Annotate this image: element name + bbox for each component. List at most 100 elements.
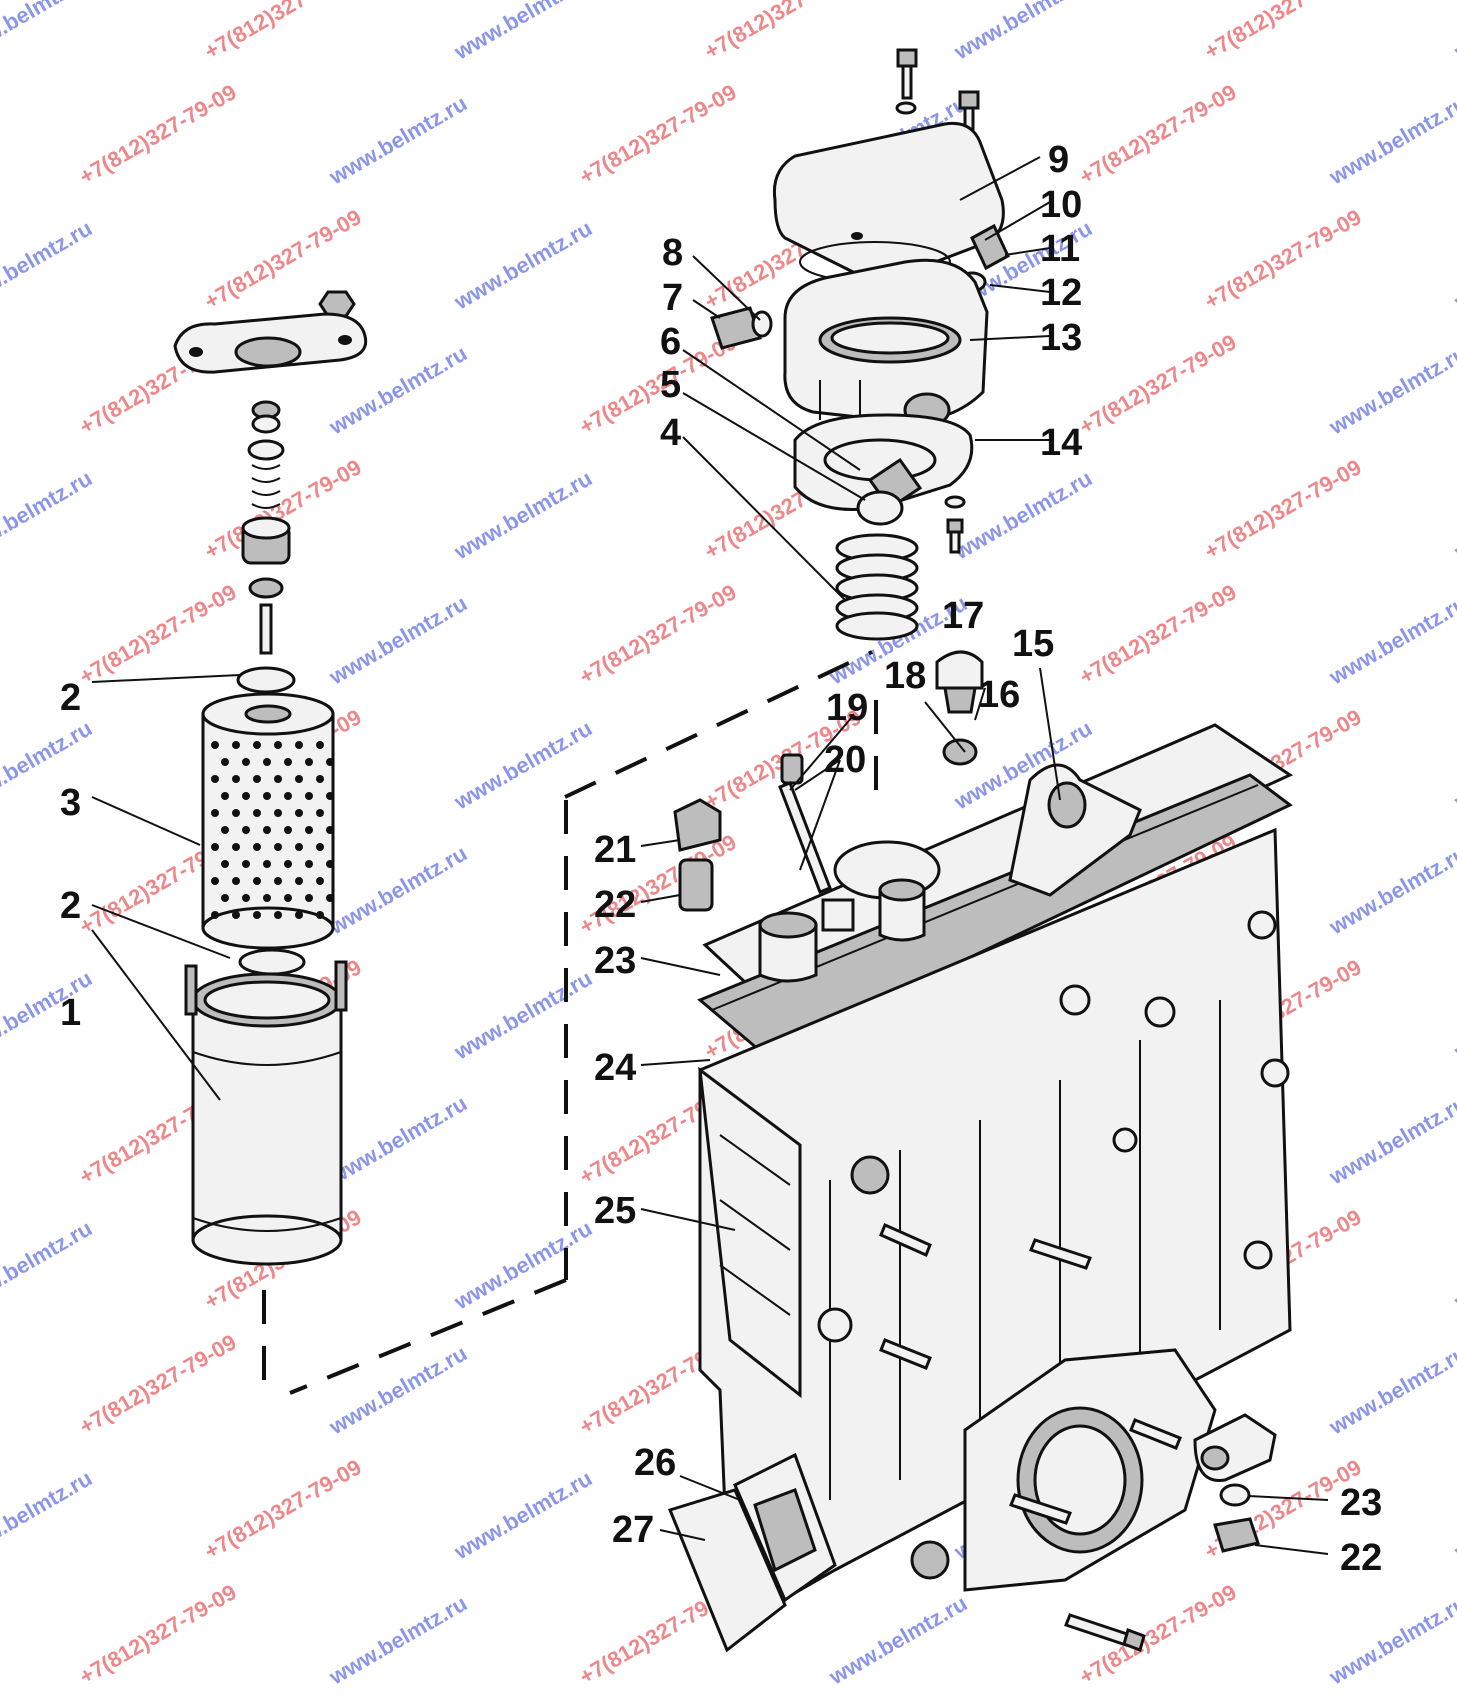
callout-22-left: 22 <box>594 884 636 926</box>
callout-1: 1 <box>60 992 81 1034</box>
top-ports <box>758 840 941 983</box>
watermark-site: www.belmtz.ru <box>1324 1590 1457 1689</box>
dipstick <box>778 753 832 894</box>
perforation-hole <box>284 758 292 766</box>
perforation-hole <box>326 894 334 902</box>
perforation-hole <box>316 843 324 851</box>
watermark-phone: +7(812)327-79-09 <box>1075 329 1241 439</box>
leader-lines <box>91 156 1329 1555</box>
perforation-hole <box>295 843 303 851</box>
callout-11: 11 <box>1040 228 1080 270</box>
perforation-hole <box>295 741 303 749</box>
perforation-hole <box>326 758 334 766</box>
watermark-phone: +7(812)327-79-09 <box>75 579 241 689</box>
watermark-site: www.belmtz.ru <box>324 840 471 939</box>
perforation-hole <box>284 860 292 868</box>
callout-4: 4 <box>660 412 681 454</box>
watermark-phone: +7(812)327-79-09 <box>1075 79 1241 189</box>
watermark-phone: +7(812)327-79-09 <box>200 1454 366 1564</box>
perforation-hole <box>274 809 282 817</box>
perforation-hole <box>232 877 240 885</box>
callout-7: 7 <box>662 277 683 319</box>
housing-left-face <box>698 1066 802 1399</box>
perforation-hole <box>253 775 261 783</box>
callout-12: 12 <box>1040 272 1082 314</box>
watermark-phone: +7(812)327-79-09 <box>75 1329 241 1439</box>
callout-18: 18 <box>884 655 926 697</box>
perforation-hole <box>211 877 219 885</box>
fill-plug-strainer <box>673 798 722 912</box>
perforation-hole <box>221 894 229 902</box>
watermark-site: www.belmtz.ru <box>449 1215 596 1314</box>
perforation-hole <box>221 792 229 800</box>
filter-assembly <box>173 290 368 1266</box>
perforation-hole <box>253 911 261 919</box>
watermark-site: www.belmtz.ru <box>1324 1340 1457 1439</box>
perforation-hole <box>211 741 219 749</box>
perforation-hole <box>305 860 313 868</box>
watermark-site: www.belmtz.ru <box>1324 590 1457 689</box>
watermark-site: www.belmtz.ru <box>0 1215 96 1314</box>
perforation-hole <box>232 843 240 851</box>
callout-16: 16 <box>978 674 1020 716</box>
perforation-hole <box>242 758 250 766</box>
callout-26: 26 <box>634 1442 676 1484</box>
valve-spring <box>835 533 919 641</box>
watermark-site: www.belmtz.ru <box>449 965 596 1064</box>
perforation-hole <box>305 792 313 800</box>
watermark-site: www.belmtz.ru <box>824 1590 971 1689</box>
callout-23-right: 23 <box>1340 1482 1382 1524</box>
perforation-hole <box>284 792 292 800</box>
watermark-site: www.belmtz.ru <box>449 215 596 314</box>
perforation-hole <box>232 741 240 749</box>
callout-14: 14 <box>1040 422 1082 464</box>
watermark-site: www.belmtz.ru <box>0 965 96 1064</box>
drain-plug <box>1213 1483 1260 1553</box>
callout-24: 24 <box>594 1047 636 1089</box>
watermark-phone: +7(812)327-79-09 <box>1200 0 1366 64</box>
perforation-hole <box>326 792 334 800</box>
callout-8: 8 <box>662 232 683 274</box>
perforation-hole <box>316 877 324 885</box>
callout-6: 6 <box>660 321 681 363</box>
perforation-hole <box>295 877 303 885</box>
perforation-hole <box>326 860 334 868</box>
watermark-site: www.belmtz.ru <box>324 590 471 689</box>
perforation-hole <box>211 843 219 851</box>
perforation-hole <box>263 758 271 766</box>
callout-3: 3 <box>60 782 81 824</box>
perforation-hole <box>253 877 261 885</box>
perforation-hole <box>221 860 229 868</box>
valve-housing-group <box>710 48 1010 641</box>
perforation-hole <box>263 792 271 800</box>
housing-cover <box>772 121 1005 282</box>
perforation-hole <box>211 775 219 783</box>
perforation-hole <box>316 741 324 749</box>
watermark-phone: +7(812)327-79-09 <box>1200 454 1366 564</box>
perforation-hole <box>232 775 240 783</box>
callout-21: 21 <box>594 829 636 871</box>
watermark-site: www.belmtz.ru <box>0 0 96 65</box>
perforation-hole <box>253 843 261 851</box>
callout-23-left: 23 <box>594 940 636 982</box>
valve-housing-body <box>783 258 989 428</box>
watermark-site: www.belmtz.ru <box>1324 90 1457 189</box>
perforation-hole <box>305 894 313 902</box>
callout-2-upper: 2 <box>60 677 81 719</box>
callout-2-lower: 2 <box>60 885 81 927</box>
callout-13: 13 <box>1040 317 1082 359</box>
callout-20: 20 <box>824 739 866 781</box>
callout-10: 10 <box>1040 184 1082 226</box>
breather-cap <box>935 650 984 766</box>
watermark-site: www.belmtz.ru <box>0 465 96 564</box>
perforation-hole <box>316 911 324 919</box>
perforation-hole <box>305 758 313 766</box>
assembly-guide-line <box>262 650 873 1395</box>
watermark-site: www.belmtz.ru <box>1449 465 1457 564</box>
watermark-site: www.belmtz.ru <box>1449 1215 1457 1314</box>
callout-27: 27 <box>612 1509 654 1551</box>
callout-17: 17 <box>942 595 984 637</box>
perforation-hole <box>242 894 250 902</box>
perforation-hole <box>274 775 282 783</box>
watermark-phone: +7(812)327-79-09 <box>575 79 741 189</box>
